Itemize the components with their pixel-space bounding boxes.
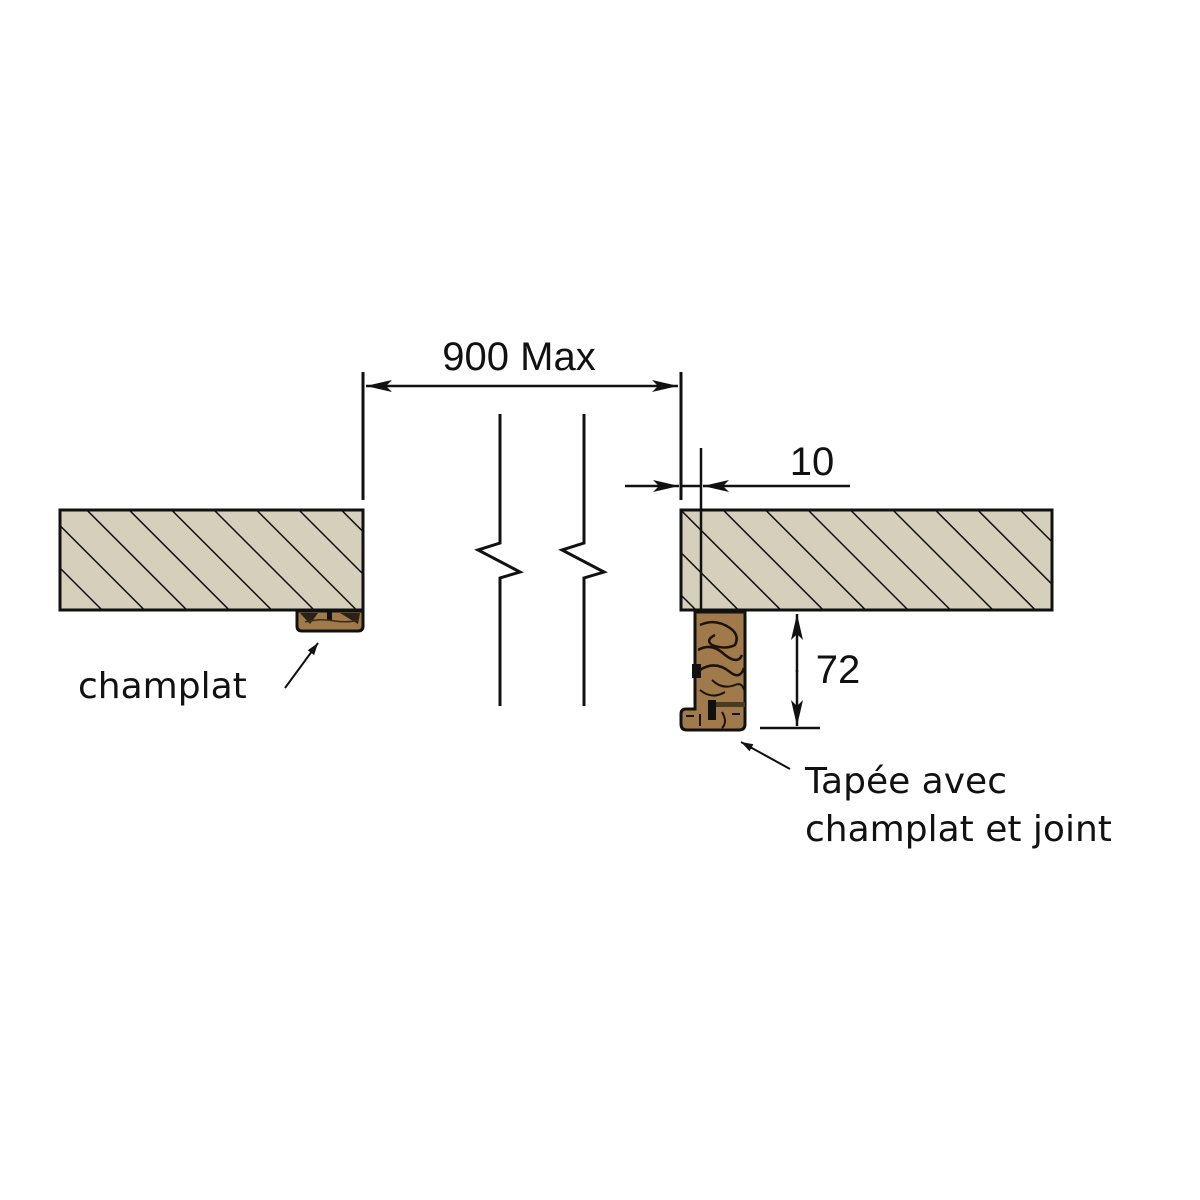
label-left-champlat: champlat	[78, 642, 319, 707]
label-right-tapee: Tapée avec champlat et joint	[740, 741, 1112, 850]
dimension-opening-width-label: 900 Max	[442, 335, 595, 379]
left-wall	[58, 508, 365, 612]
dimension-opening-width: 900 Max	[361, 335, 683, 500]
dimension-tapee-depth: 72	[760, 614, 861, 730]
break-lines	[474, 414, 608, 706]
right-wall	[679, 508, 1054, 612]
dimension-tapee-depth-label: 72	[816, 648, 861, 692]
dimension-offset: 10	[625, 440, 850, 610]
dimension-offset-label: 10	[790, 440, 835, 484]
left-champlat	[295, 609, 365, 633]
label-left-champlat-text: champlat	[78, 666, 247, 707]
label-right-tapee-line2: champlat et joint	[805, 809, 1112, 850]
right-tapee	[679, 610, 747, 732]
label-right-tapee-line1: Tapée avec	[804, 761, 1007, 802]
